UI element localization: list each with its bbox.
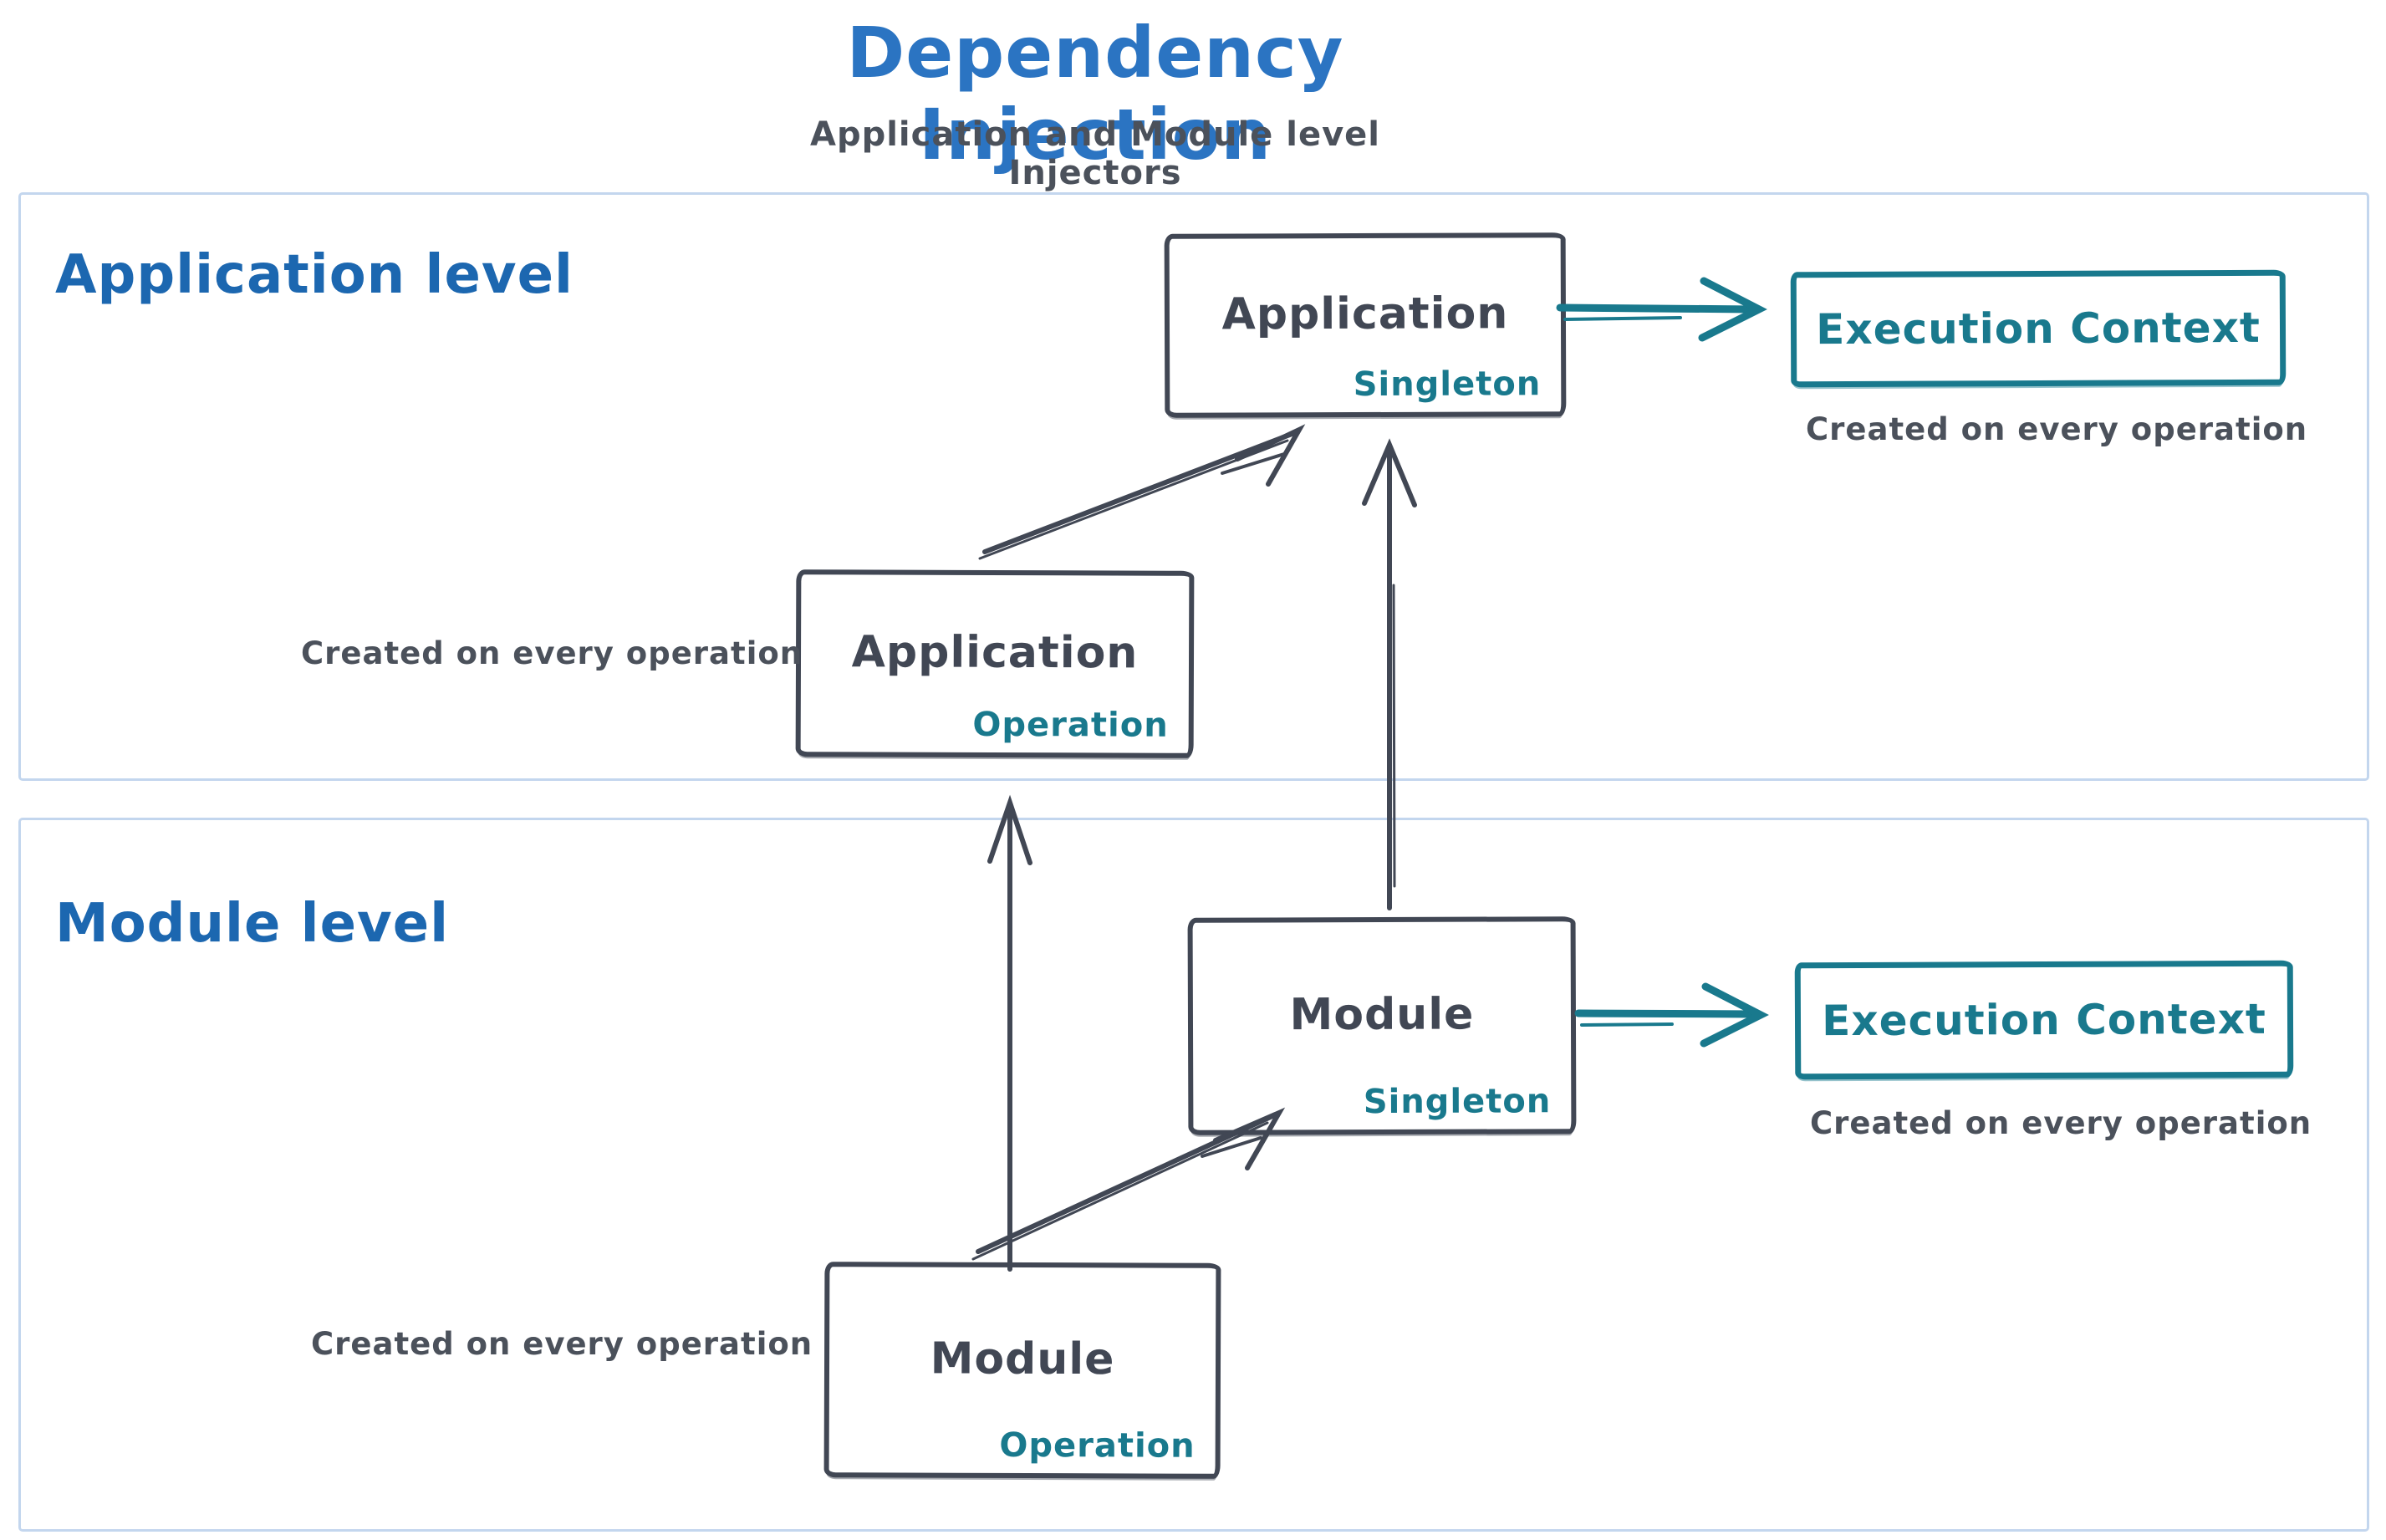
application-level-label: Application level	[55, 244, 574, 306]
module-operation-title: Module	[930, 1333, 1115, 1385]
module-singleton-tag: Singleton	[1363, 1082, 1552, 1122]
application-operation-tag: Operation	[972, 705, 1169, 745]
application-singleton-title: Application	[1221, 288, 1509, 340]
application-singleton-box: Application Singleton	[1164, 232, 1567, 418]
application-singleton-tag: Singleton	[1353, 365, 1542, 405]
module-operation-box: Module Operation	[823, 1262, 1221, 1479]
page-subtitle: Application and Module level Injectors	[809, 115, 1380, 192]
module-level-container	[18, 818, 2369, 1532]
module-singleton-title: Module	[1289, 989, 1475, 1041]
page-title: Dependency Injection	[846, 12, 1344, 176]
application-operation-box: Application Operation	[795, 569, 1195, 758]
module-operation-caption: Created on every operation	[311, 1326, 813, 1362]
module-singleton-box: Module Singleton	[1187, 916, 1577, 1135]
module-execution-context-label: Execution Context	[1822, 994, 2266, 1046]
application-operation-title: Application	[851, 627, 1139, 679]
module-execution-context-caption: Created on every operation	[1810, 1105, 2312, 1141]
application-execution-context-caption: Created on every operation	[1806, 411, 2308, 447]
module-execution-context-box: Execution Context	[1794, 960, 2294, 1080]
application-level-container	[18, 192, 2369, 781]
application-execution-context-label: Execution Context	[1816, 303, 2261, 354]
module-level-label: Module level	[55, 893, 450, 955]
module-operation-tag: Operation	[999, 1425, 1196, 1466]
application-operation-caption: Created on every operation	[301, 635, 803, 671]
application-execution-context-box: Execution Context	[1790, 269, 2287, 388]
